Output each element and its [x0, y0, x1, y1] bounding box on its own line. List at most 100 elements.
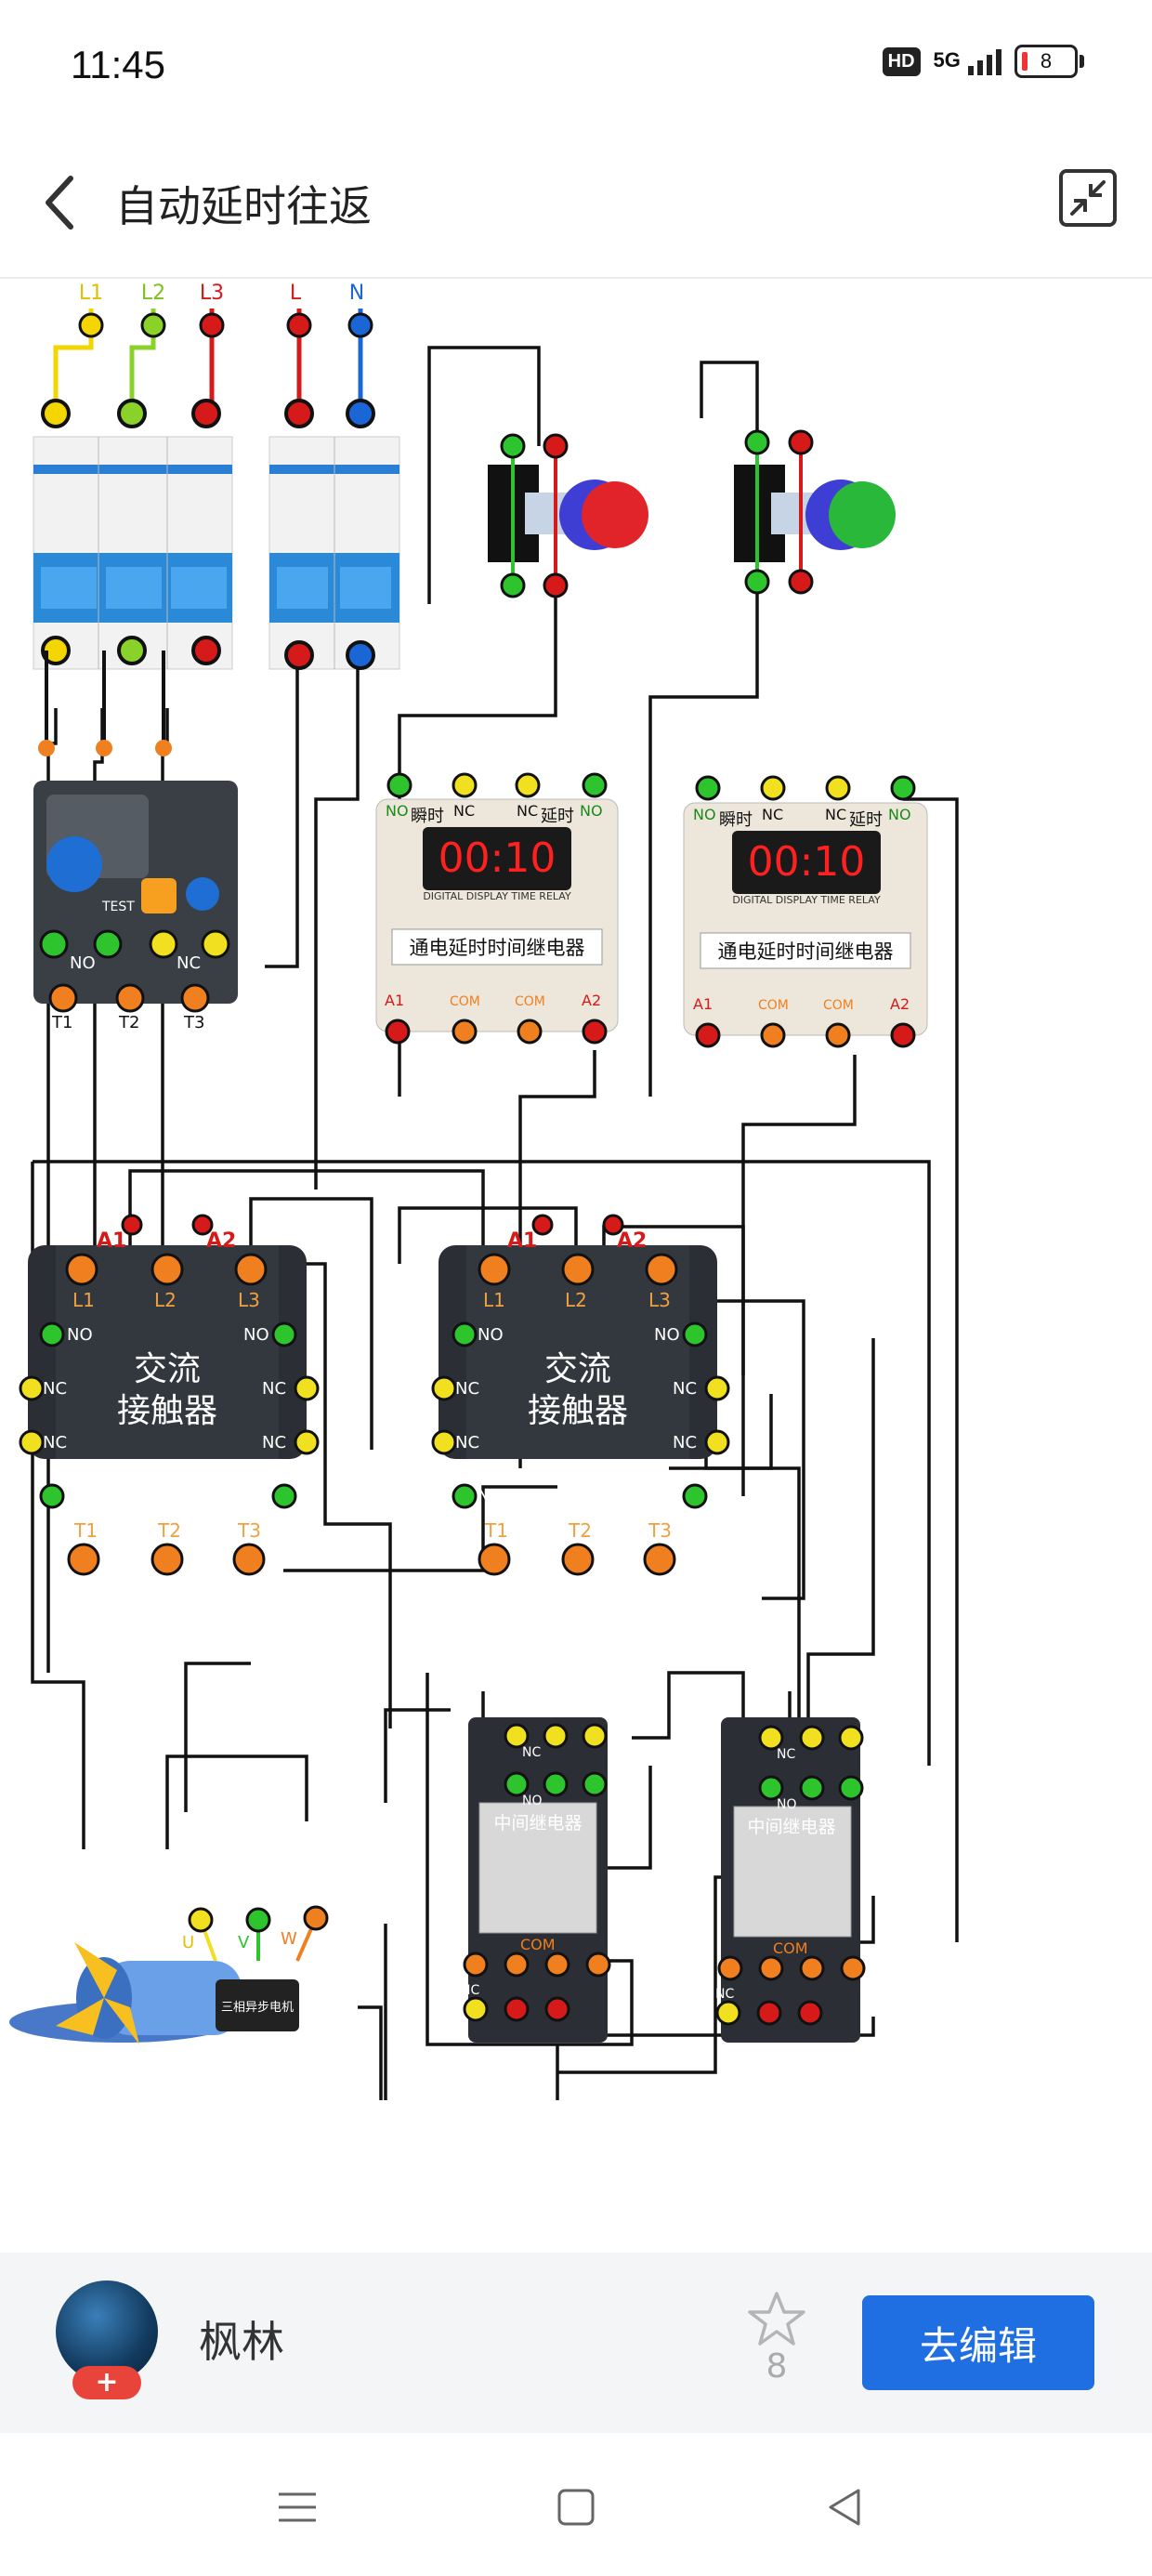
svg-text:A2: A2	[890, 995, 910, 1013]
svg-text:延时: 延时	[849, 810, 883, 830]
svg-text:NO: NO	[67, 1487, 93, 1506]
svg-text:NC: NC	[461, 1983, 479, 1998]
svg-text:NC: NC	[455, 1433, 479, 1452]
svg-text:NO: NO	[888, 806, 911, 823]
author-name[interactable]: 枫林	[199, 2317, 284, 2367]
svg-text:NO: NO	[478, 1487, 504, 1506]
battery-level: 8	[1040, 49, 1053, 72]
shrink-button[interactable]	[1055, 165, 1120, 230]
favorite-button[interactable]: 8	[743, 2290, 810, 2385]
svg-text:瞬时: 瞬时	[411, 807, 444, 826]
svg-text:T3: T3	[237, 1519, 261, 1542]
svg-text:中间继电器: 中间继电器	[747, 1817, 835, 1837]
svg-text:NC: NC	[262, 1379, 286, 1399]
svg-text:COM: COM	[515, 994, 545, 1009]
svg-text:交流: 交流	[134, 1350, 201, 1388]
svg-text:T2: T2	[118, 1013, 139, 1032]
svg-text:T1: T1	[484, 1519, 508, 1542]
menu-button[interactable]	[269, 2479, 325, 2535]
back-triangle-icon	[829, 2489, 860, 2526]
shrink-icon	[1059, 169, 1117, 227]
svg-text:NC: NC	[522, 1745, 541, 1760]
back-button[interactable]	[33, 165, 89, 240]
svg-text:交流: 交流	[544, 1350, 611, 1388]
header: 自动延时往返	[0, 139, 1152, 279]
breaker-terminals	[41, 312, 375, 670]
svg-text:NO: NO	[654, 1487, 680, 1506]
svg-text:A1: A1	[507, 1229, 537, 1253]
page-title: 自动延时往返	[115, 181, 372, 231]
contactor-1: 交流 接触器 A1 A2 L1 L2 L3 NO NC NC NO NO NC …	[19, 1214, 320, 1576]
avatar[interactable]	[56, 2280, 158, 2383]
svg-text:COM: COM	[823, 998, 854, 1013]
svg-text:A2: A2	[206, 1229, 236, 1253]
breaker-label-l3: L3	[200, 282, 224, 305]
svg-text:U: U	[182, 1933, 194, 1952]
status-bar: 11:45 HD 5G 8	[0, 0, 1152, 139]
svg-text:NO: NO	[386, 802, 409, 820]
svg-text:L2: L2	[565, 1289, 587, 1311]
svg-text:NC: NC	[262, 1433, 286, 1452]
back-nav-button[interactable]	[818, 2479, 873, 2535]
favorite-count: 8	[766, 2347, 788, 2385]
contactor-2: 交流 接触器 A1 A2 L1 L2 L3 NO NC NC NO NO NC …	[431, 1214, 730, 1576]
svg-text:DIGITAL DISPLAY TIME RELAY: DIGITAL DISPLAY TIME RELAY	[423, 890, 571, 902]
breaker-label-l1: L1	[79, 282, 103, 305]
svg-text:00:10: 00:10	[439, 835, 556, 882]
svg-text:L1: L1	[483, 1289, 505, 1311]
breaker-label-l: L	[290, 282, 302, 305]
svg-text:00:10: 00:10	[748, 838, 866, 886]
svg-text:NO: NO	[522, 1794, 543, 1808]
svg-text:通电延时时间继电器: 通电延时时间继电器	[410, 937, 585, 959]
intermediate-relay-2: 中间继电器 NC NO COM NC	[715, 1717, 866, 2043]
three-pole-breaker	[33, 436, 233, 670]
svg-text:NO: NO	[243, 1487, 269, 1506]
svg-text:接触器: 接触器	[117, 1392, 217, 1430]
svg-text:T2: T2	[157, 1519, 181, 1542]
wiring-diagram[interactable]: L1 L2 L3 L N TEST NO NC T1 T2 T3	[0, 279, 1152, 2100]
status-time: 11:45	[71, 43, 165, 86]
svg-text:NC: NC	[177, 953, 201, 973]
svg-text:NC: NC	[673, 1433, 697, 1452]
svg-text:NO: NO	[693, 806, 716, 823]
svg-text:NC: NC	[453, 802, 475, 820]
svg-text:NC: NC	[673, 1379, 697, 1399]
svg-text:T1: T1	[51, 1013, 72, 1032]
network-type: 5G	[933, 47, 961, 72]
back-arrow-icon	[46, 176, 73, 230]
svg-text:NC: NC	[517, 802, 538, 820]
svg-text:A1: A1	[385, 992, 404, 1009]
svg-text:A1: A1	[97, 1229, 126, 1253]
svg-text:NO: NO	[243, 1325, 269, 1345]
system-nav-bar	[0, 2433, 1152, 2576]
breaker-label-l2: L2	[141, 282, 165, 305]
menu-icon	[279, 2492, 316, 2522]
svg-text:COM: COM	[773, 1939, 808, 1957]
timer-relay-2: 00:10 DIGITAL DISPLAY TIME RELAY 通电延时时间继…	[683, 775, 928, 1048]
svg-text:接触器: 接触器	[528, 1392, 628, 1430]
wires	[31, 346, 959, 2100]
svg-text:NO: NO	[70, 953, 96, 973]
svg-text:NC: NC	[455, 1379, 479, 1399]
svg-text:NO: NO	[478, 1325, 504, 1345]
push-button-green	[734, 429, 896, 595]
svg-text:瞬时: 瞬时	[719, 810, 753, 830]
follow-badge[interactable]: +	[72, 2366, 141, 2399]
edit-button[interactable]: 去编辑	[862, 2295, 1094, 2390]
breaker-label-n: N	[349, 282, 364, 305]
home-button[interactable]	[548, 2479, 604, 2535]
svg-text:通电延时时间继电器: 通电延时时间继电器	[718, 940, 894, 963]
svg-text:L3: L3	[648, 1289, 671, 1311]
svg-text:NC: NC	[825, 806, 846, 823]
svg-text:NC: NC	[43, 1433, 67, 1452]
intermediate-relay-1: 中间继电器 NC NO COM NC	[461, 1717, 611, 2043]
svg-text:TEST: TEST	[101, 900, 135, 914]
svg-text:延时: 延时	[541, 807, 574, 826]
push-button-red	[488, 433, 648, 598]
svg-text:COM: COM	[758, 998, 789, 1013]
author-bar: + 枫林 8 去编辑	[0, 2253, 1152, 2433]
two-pole-breaker	[268, 436, 400, 670]
svg-text:三相异步电机: 三相异步电机	[221, 2001, 294, 2015]
svg-text:T1: T1	[73, 1519, 98, 1542]
three-phase-motor: 三相异步电机 U V W	[9, 1905, 329, 2044]
